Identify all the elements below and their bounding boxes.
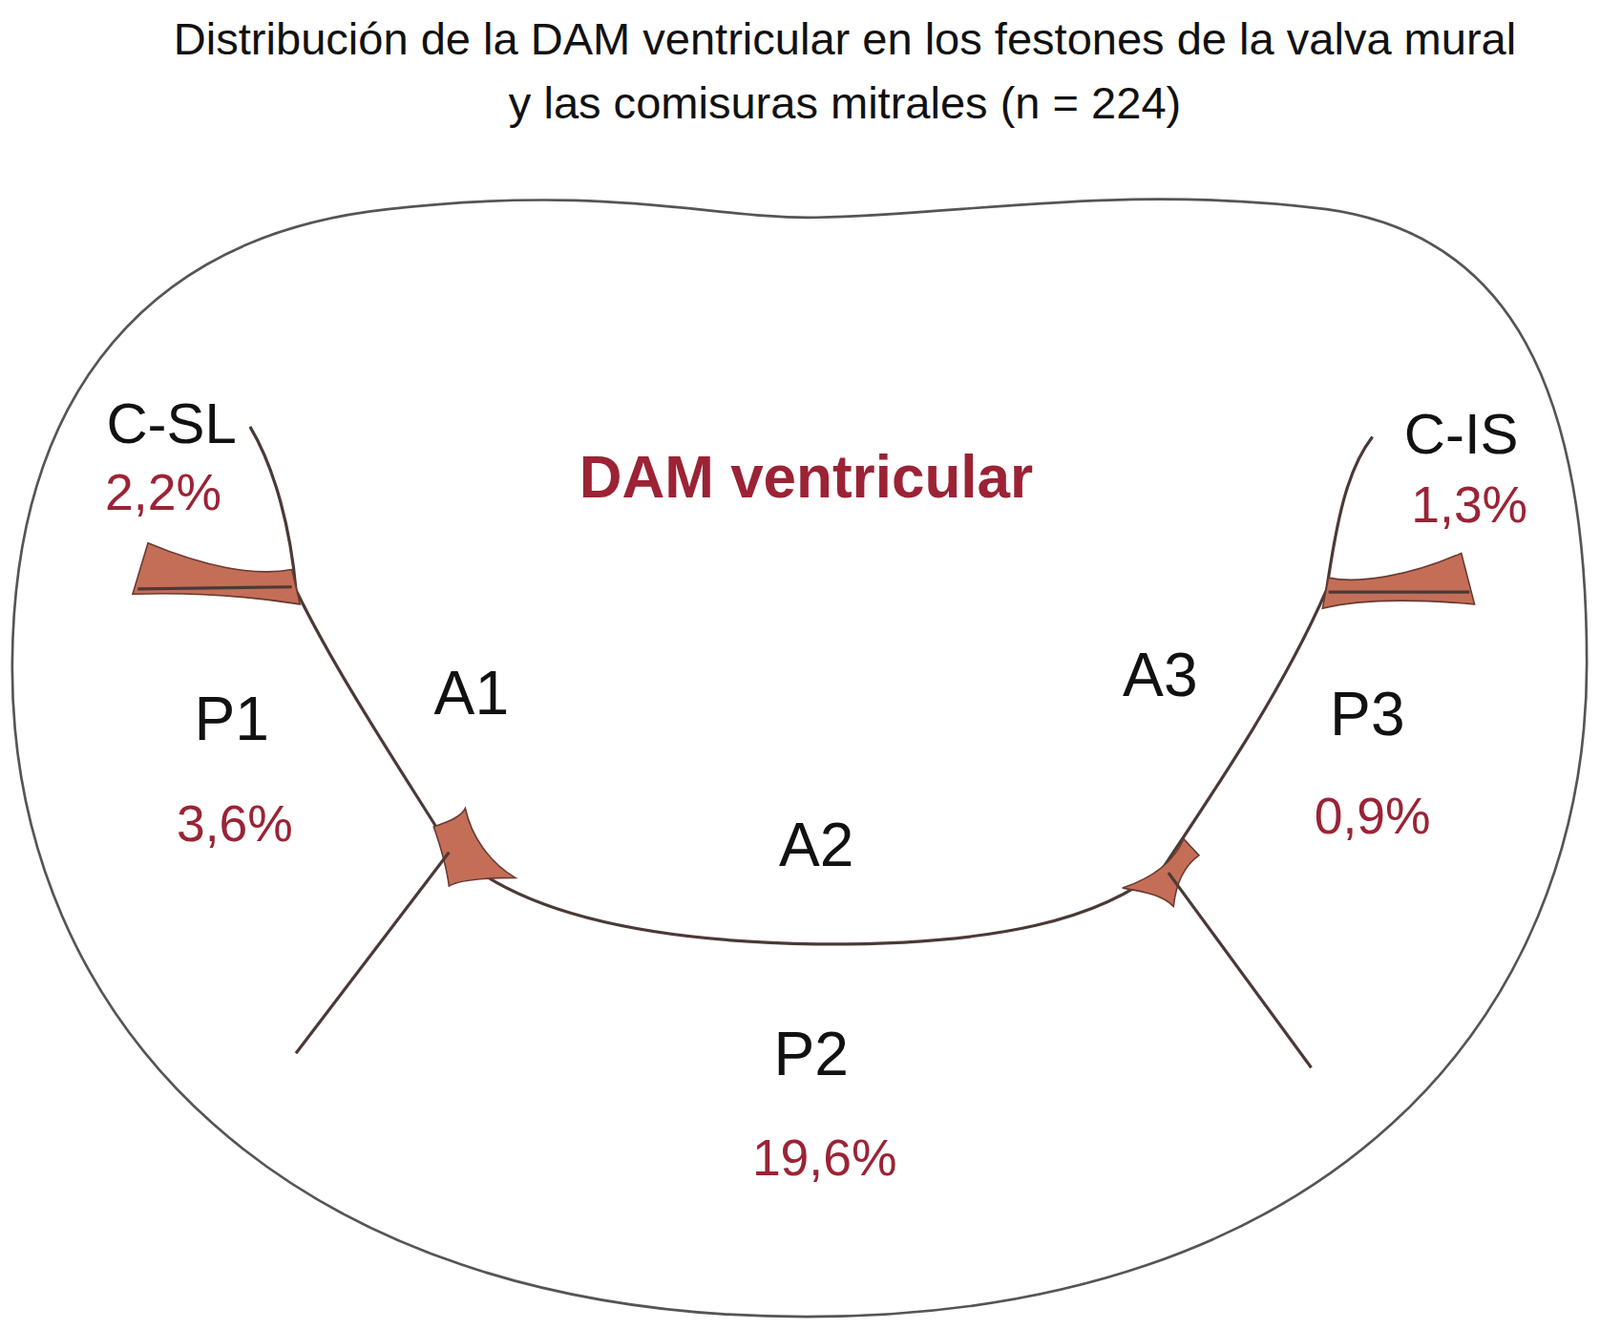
commissure-label: C-IS bbox=[1404, 401, 1519, 465]
junction-marks bbox=[132, 543, 1475, 907]
title: Distribución de la DAM ventricular en lo… bbox=[161, 5, 1529, 135]
commissure-label: C-SL bbox=[105, 392, 236, 456]
scallop-label: A1 bbox=[434, 660, 509, 729]
scallop-label: P3 bbox=[1329, 680, 1405, 749]
scallop-label: A3 bbox=[1122, 641, 1198, 710]
scallop-indentations bbox=[137, 587, 1470, 1069]
percentage-value: 19,6% bbox=[752, 1130, 898, 1187]
region-label: DAM ventricular bbox=[579, 443, 1033, 509]
annulus-outline bbox=[12, 199, 1587, 1318]
scallop-label: A2 bbox=[778, 811, 854, 880]
scallop-label: P1 bbox=[193, 685, 269, 754]
percentage-value: 3,6% bbox=[176, 796, 294, 853]
percentage-value: 2,2% bbox=[105, 464, 222, 522]
scallop-label: P2 bbox=[774, 1020, 849, 1089]
coaptation-line bbox=[250, 426, 1373, 945]
percentage-value: 1,3% bbox=[1410, 477, 1528, 534]
percentage-value: 0,9% bbox=[1314, 788, 1432, 845]
